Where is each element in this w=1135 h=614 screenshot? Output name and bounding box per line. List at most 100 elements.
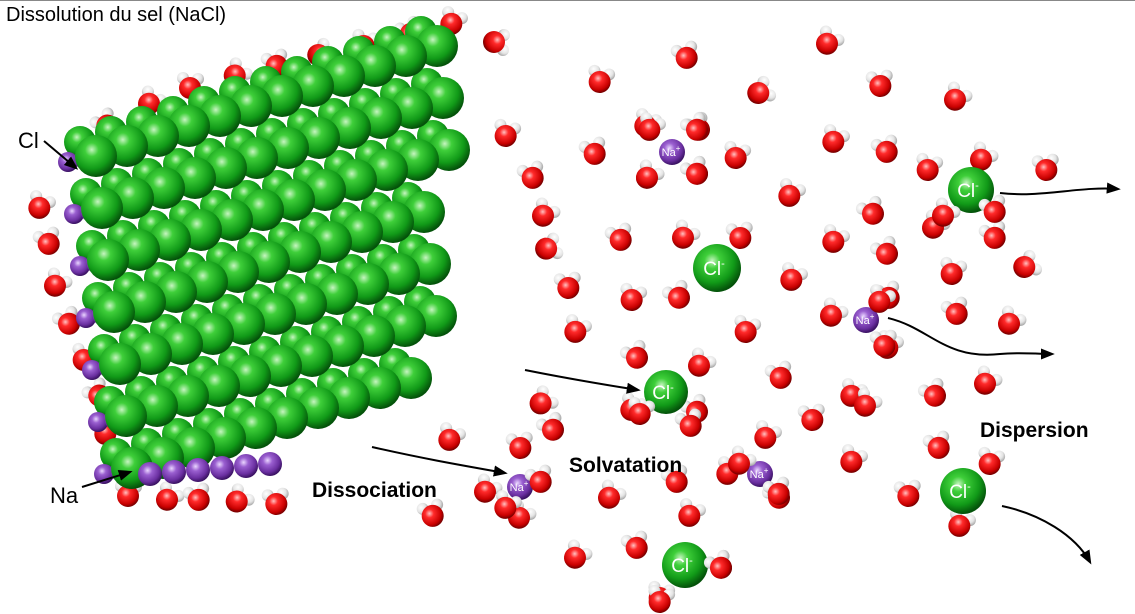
sodium-ion	[88, 412, 108, 432]
water-molecule	[516, 160, 544, 189]
water-oxygen-atom	[557, 276, 580, 299]
water-oxygen-atom	[678, 504, 701, 527]
water-oxygen-atom	[822, 230, 845, 253]
free-chloride-ion: Cl-	[940, 468, 986, 514]
free-ions: Cl-Cl-Cl-Cl-Cl-Na+Na+Na+Na+	[494, 111, 1006, 613]
water-molecule	[28, 190, 56, 219]
water-molecule	[974, 365, 1003, 395]
water-oxygen-atom	[37, 232, 60, 255]
water-molecule	[564, 539, 593, 569]
water-oxygen-atom	[868, 290, 891, 313]
water-oxygen-atom	[529, 392, 552, 415]
water-oxygen-atom	[636, 166, 658, 189]
water-oxygen-atom	[769, 366, 792, 389]
dispersion-arrow-top	[999, 182, 1121, 196]
water-oxygen-atom	[978, 452, 1001, 475]
na-label: Na	[50, 483, 79, 508]
water-oxygen-atom	[675, 46, 698, 69]
solvating-water-molecule	[703, 549, 732, 579]
water-molecule	[816, 25, 845, 55]
water-oxygen-atom	[686, 118, 708, 141]
water-molecule	[970, 141, 999, 171]
water-molecule	[660, 464, 688, 493]
water-molecule	[764, 360, 792, 389]
cl-pointer-arrow	[43, 140, 79, 170]
sodium-sphere	[853, 307, 879, 333]
water-oxygen-atom	[688, 354, 710, 377]
water-molecule	[225, 483, 255, 513]
solvating-water-molecule	[648, 584, 676, 613]
water-molecule	[940, 256, 968, 285]
chloride-ion	[87, 239, 129, 281]
water-oxygen-atom	[816, 32, 838, 55]
water-molecule	[661, 279, 690, 309]
water-oxygen-atom	[535, 237, 558, 260]
chloride-sphere	[940, 468, 986, 514]
solvating-water-molecule	[494, 490, 522, 519]
ion-charge: +	[676, 144, 681, 153]
water-molecule	[978, 220, 1006, 249]
free-chloride-ion: Cl-	[662, 542, 708, 588]
water-molecule	[840, 444, 868, 473]
water-oxygen-atom	[873, 334, 896, 357]
water-oxygen-atom	[932, 204, 954, 227]
chloride-ion-label: Cl-	[671, 555, 693, 577]
water-oxygen-atom	[840, 450, 863, 473]
water-oxygen-atom	[1035, 158, 1058, 181]
water-oxygen-atom	[532, 204, 554, 227]
water-oxygen-atom	[767, 482, 790, 505]
water-oxygen-atom	[117, 485, 139, 507]
water-molecule	[553, 271, 581, 299]
chloride-sphere	[644, 370, 688, 414]
water-molecule	[1031, 153, 1059, 181]
solvating-water-molecule	[728, 445, 757, 475]
free-sodium-ion: Na+	[853, 307, 879, 333]
water-molecule	[754, 420, 782, 449]
water-molecule	[620, 282, 648, 311]
water-molecule	[978, 446, 1006, 475]
dispersion-arrow-bottom	[1001, 505, 1092, 565]
water-oxygen-atom	[780, 268, 803, 291]
sodium-ion	[234, 454, 258, 478]
water-oxygen-atom	[897, 484, 920, 507]
water-molecule	[529, 385, 559, 415]
water-oxygen-atom	[28, 196, 51, 219]
chloride-ion	[99, 343, 141, 385]
solvating-water-molecule	[679, 155, 708, 185]
diagram-title: Dissolution du sel (NaCl)	[6, 4, 226, 26]
water-oxygen-atom	[638, 118, 661, 141]
water-oxygen-atom	[875, 140, 898, 163]
solvating-water-molecule	[978, 194, 1006, 223]
water-oxygen-atom	[778, 184, 801, 207]
chloride-ion-label: Cl-	[652, 382, 674, 404]
ion-charge: -	[967, 481, 971, 493]
water-molecule	[32, 226, 60, 255]
ion-charge: -	[721, 258, 725, 270]
solvating-water-molecule	[636, 159, 665, 189]
water-oxygen-atom	[948, 514, 971, 537]
water-oxygen-atom	[609, 228, 632, 251]
chloride-ion-label: Cl-	[703, 258, 725, 280]
water-oxygen-atom	[598, 486, 620, 509]
sodium-ion	[138, 462, 162, 486]
water-molecule	[734, 314, 762, 343]
water-molecule	[797, 403, 825, 431]
sodium-sphere	[747, 461, 773, 487]
water-oxygen-atom	[924, 384, 946, 407]
water-molecule	[916, 152, 944, 181]
na-pointer-arrow	[81, 469, 133, 488]
title-rule	[0, 0, 1135, 1]
solvating-water-molecule	[762, 476, 790, 505]
water-oxygen-atom	[588, 70, 611, 93]
water-oxygen-atom	[529, 470, 552, 493]
chloride-ion	[75, 135, 117, 177]
solvating-water-molecule	[869, 329, 897, 357]
water-molecule	[564, 314, 592, 343]
water-molecule	[672, 219, 701, 249]
water-molecule	[438, 422, 466, 451]
water-molecule	[416, 498, 444, 527]
water-molecule	[182, 482, 210, 511]
water-molecule	[535, 232, 564, 260]
water-oxygen-atom	[648, 590, 671, 613]
dissociation-arrow-cl	[524, 369, 641, 394]
